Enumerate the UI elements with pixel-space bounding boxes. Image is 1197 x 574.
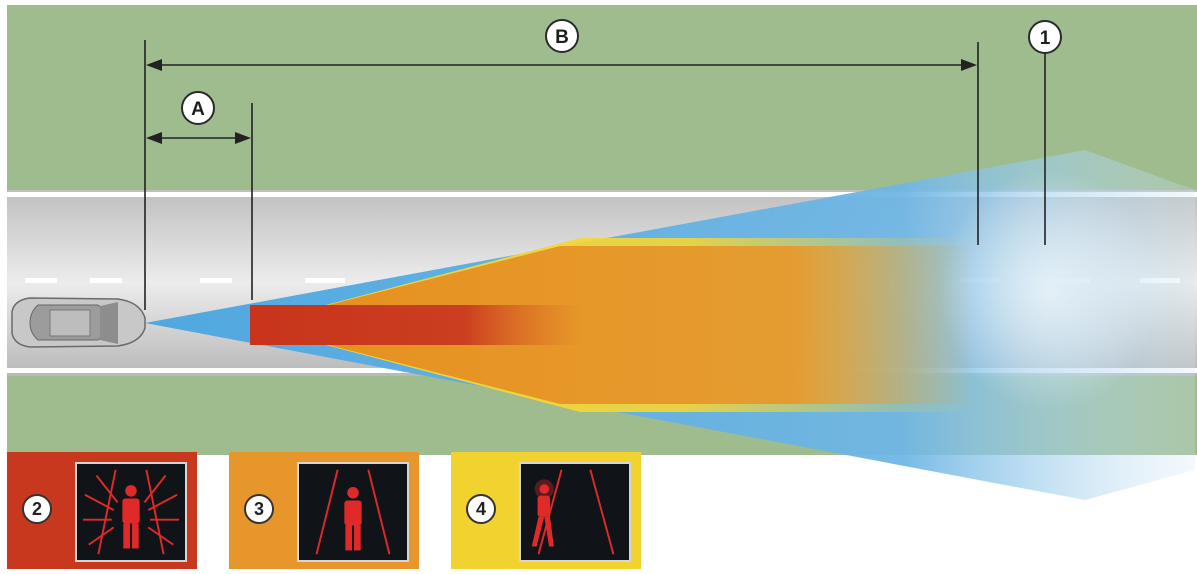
callout-b: B — [545, 19, 579, 53]
road-edge-line-top — [7, 192, 1197, 197]
urgent-warning-panel: 2 — [7, 452, 197, 569]
callout-4-label: 4 — [466, 494, 496, 524]
callout-a: A — [181, 91, 215, 125]
urgent-warning-display — [75, 462, 187, 562]
pedestrian-crossing-warning-icon — [531, 469, 615, 555]
callout-2-label: 2 — [22, 494, 52, 524]
callout-3-label: 3 — [244, 494, 274, 524]
range-b-dimension — [144, 40, 979, 310]
orange-warning-zone — [250, 246, 975, 404]
advisory-display — [519, 462, 631, 562]
red-urgent-zone — [250, 305, 580, 345]
callout-1: 1 — [1028, 20, 1062, 54]
warning-display — [297, 462, 409, 562]
warning-panel: 3 — [229, 452, 419, 569]
callout-1-label: 1 — [1040, 28, 1051, 49]
pedestrian-ahead-warning-icon — [315, 469, 391, 555]
callout-b-label: B — [555, 27, 569, 48]
detection-range-glow — [940, 170, 1160, 410]
range-a-dimension — [146, 103, 253, 300]
pedestrian-ahead-urgent-warning-icon — [83, 469, 179, 555]
car-icon — [11, 297, 146, 348]
callout-a-label: A — [191, 99, 205, 120]
advisory-panel: 4 — [451, 452, 641, 569]
